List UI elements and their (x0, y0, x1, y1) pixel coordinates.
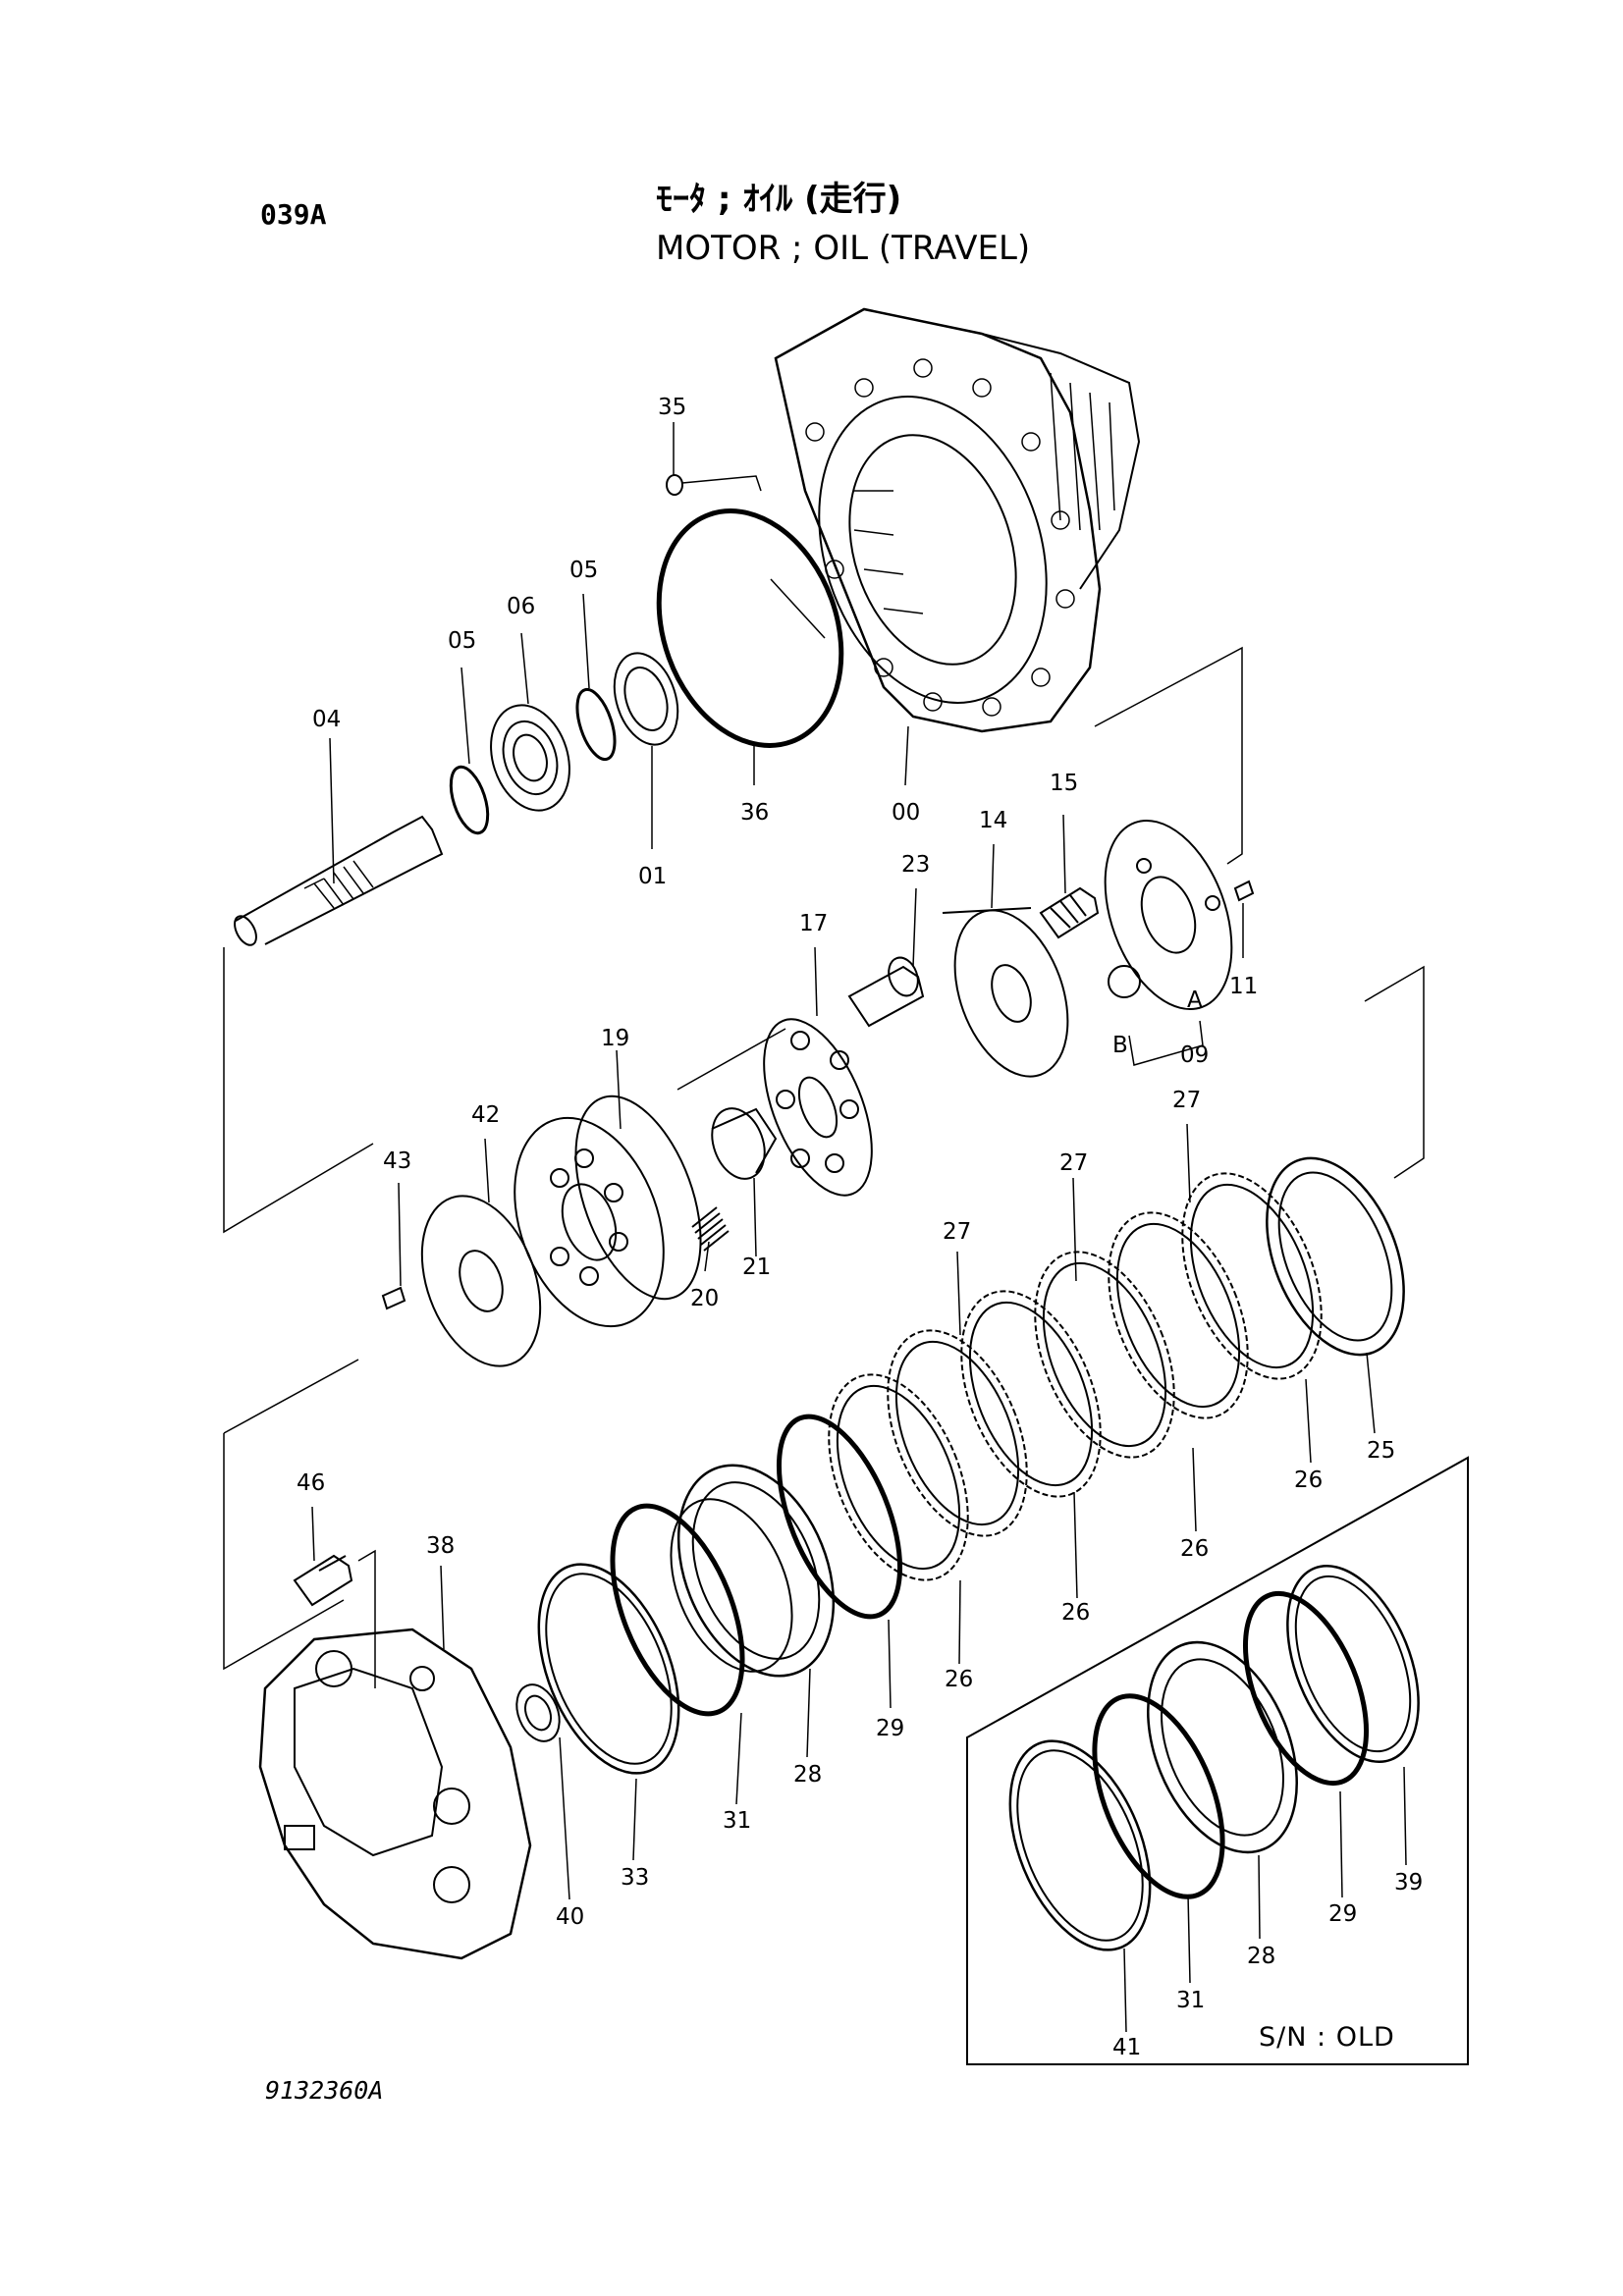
callout-20: 20 (690, 1286, 719, 1311)
callout-06: 06 (507, 594, 535, 619)
retainer-plate-17 (763, 1018, 873, 1197)
callout-36: 36 (740, 800, 769, 826)
callout-27a: 27 (1172, 1088, 1201, 1113)
callout-26b: 26 (1180, 1536, 1209, 1562)
seal-01 (613, 652, 679, 746)
callout-31b: 31 (1176, 1988, 1205, 2013)
callout-01: 01 (638, 864, 667, 889)
callout-26c: 26 (1061, 1600, 1090, 1626)
callout-27c: 27 (943, 1219, 971, 1245)
drawing-number: 9132360A (265, 2076, 384, 2105)
plate-42 (420, 1195, 542, 1367)
snap-ring-05-left (449, 765, 490, 835)
plate-14 (942, 907, 1069, 1078)
o-ring-31 (610, 1503, 745, 1717)
callout-19: 19 (601, 1026, 629, 1051)
leader-lines (311, 422, 1407, 2033)
brake-piston-28 (670, 1464, 836, 1678)
callout-11: 11 (1229, 974, 1258, 999)
pin-43 (381, 1286, 406, 1310)
o-ring-31-old (1092, 1693, 1225, 1899)
ring-39 (1286, 1565, 1420, 1763)
o-ring-29-old (1242, 1590, 1370, 1787)
brake-piston-28-old (1147, 1640, 1298, 1854)
callout-05b: 05 (569, 558, 598, 583)
callout-04: 04 (312, 707, 341, 732)
sn-old-inset-box (966, 1456, 1469, 2065)
cylinder-block-19 (514, 1095, 702, 1328)
assembly-guide-lines (223, 475, 1425, 1688)
callout-14: 14 (979, 808, 1007, 833)
o-ring-29 (776, 1414, 903, 1620)
sn-old-label: S/N : OLD (1259, 2022, 1395, 2053)
callout-40: 40 (556, 1904, 584, 1930)
callout-28a: 28 (793, 1762, 822, 1788)
title-japanese: ﾓｰﾀ ; ｵｲﾙ (走行) (656, 180, 902, 219)
o-ring-35 (666, 474, 683, 496)
callout-31a: 31 (723, 1808, 751, 1834)
callout-labels: 35 05 06 05 04 36 00 01 15 14 23 11A B 09 17 19 42 43 20 21… (297, 395, 1423, 2060)
callout-26d: 26 (945, 1667, 973, 1692)
housing-00 (774, 307, 1141, 733)
ball-guide-23 (847, 956, 925, 1028)
callout-38: 38 (426, 1533, 455, 1559)
callout-A: A (1187, 988, 1203, 1013)
bearing-40 (515, 1683, 561, 1742)
callout-29a: 29 (876, 1716, 904, 1741)
callout-00: 00 (892, 800, 920, 826)
callout-46: 46 (297, 1470, 325, 1496)
callout-25: 25 (1367, 1438, 1395, 1464)
callout-35: 35 (658, 395, 686, 420)
callout-39: 39 (1394, 1870, 1423, 1896)
callout-26a: 26 (1294, 1468, 1323, 1493)
valve-plate-09 (1104, 819, 1233, 1011)
spring-20 (691, 1206, 730, 1252)
callout-28b: 28 (1247, 1944, 1275, 1969)
title-english: MOTOR ; OIL (TRAVEL) (656, 229, 1031, 268)
callout-42: 42 (471, 1102, 500, 1128)
bolt-46 (293, 1554, 353, 1607)
callout-29b: 29 (1328, 1901, 1357, 1927)
callout-17: 17 (799, 911, 828, 936)
callout-15: 15 (1050, 771, 1078, 796)
callout-33: 33 (621, 1865, 649, 1891)
page-code: 039A (260, 198, 327, 231)
callout-21: 21 (742, 1255, 771, 1280)
shaft-04 (234, 815, 444, 946)
callout-23: 23 (901, 852, 930, 878)
ring-41 (1008, 1739, 1152, 1951)
pin-11 (1233, 880, 1255, 902)
callout-B: B (1112, 1033, 1128, 1058)
o-ring-36 (656, 508, 844, 748)
spherical-bushing-21 (711, 1107, 778, 1180)
callout-27b: 27 (1059, 1150, 1088, 1176)
ring-33 (537, 1563, 680, 1775)
bearing-06 (490, 704, 570, 812)
inset-old-parts (1008, 1565, 1420, 1951)
callout-41: 41 (1112, 2035, 1141, 2060)
callout-43: 43 (383, 1148, 411, 1174)
snap-ring-05-right (575, 687, 617, 762)
callout-09: 09 (1180, 1042, 1209, 1068)
cover-38 (258, 1628, 532, 1960)
callout-05a: 05 (448, 628, 476, 654)
brake-plates (828, 1156, 1405, 1581)
piston-15 (1039, 886, 1100, 939)
